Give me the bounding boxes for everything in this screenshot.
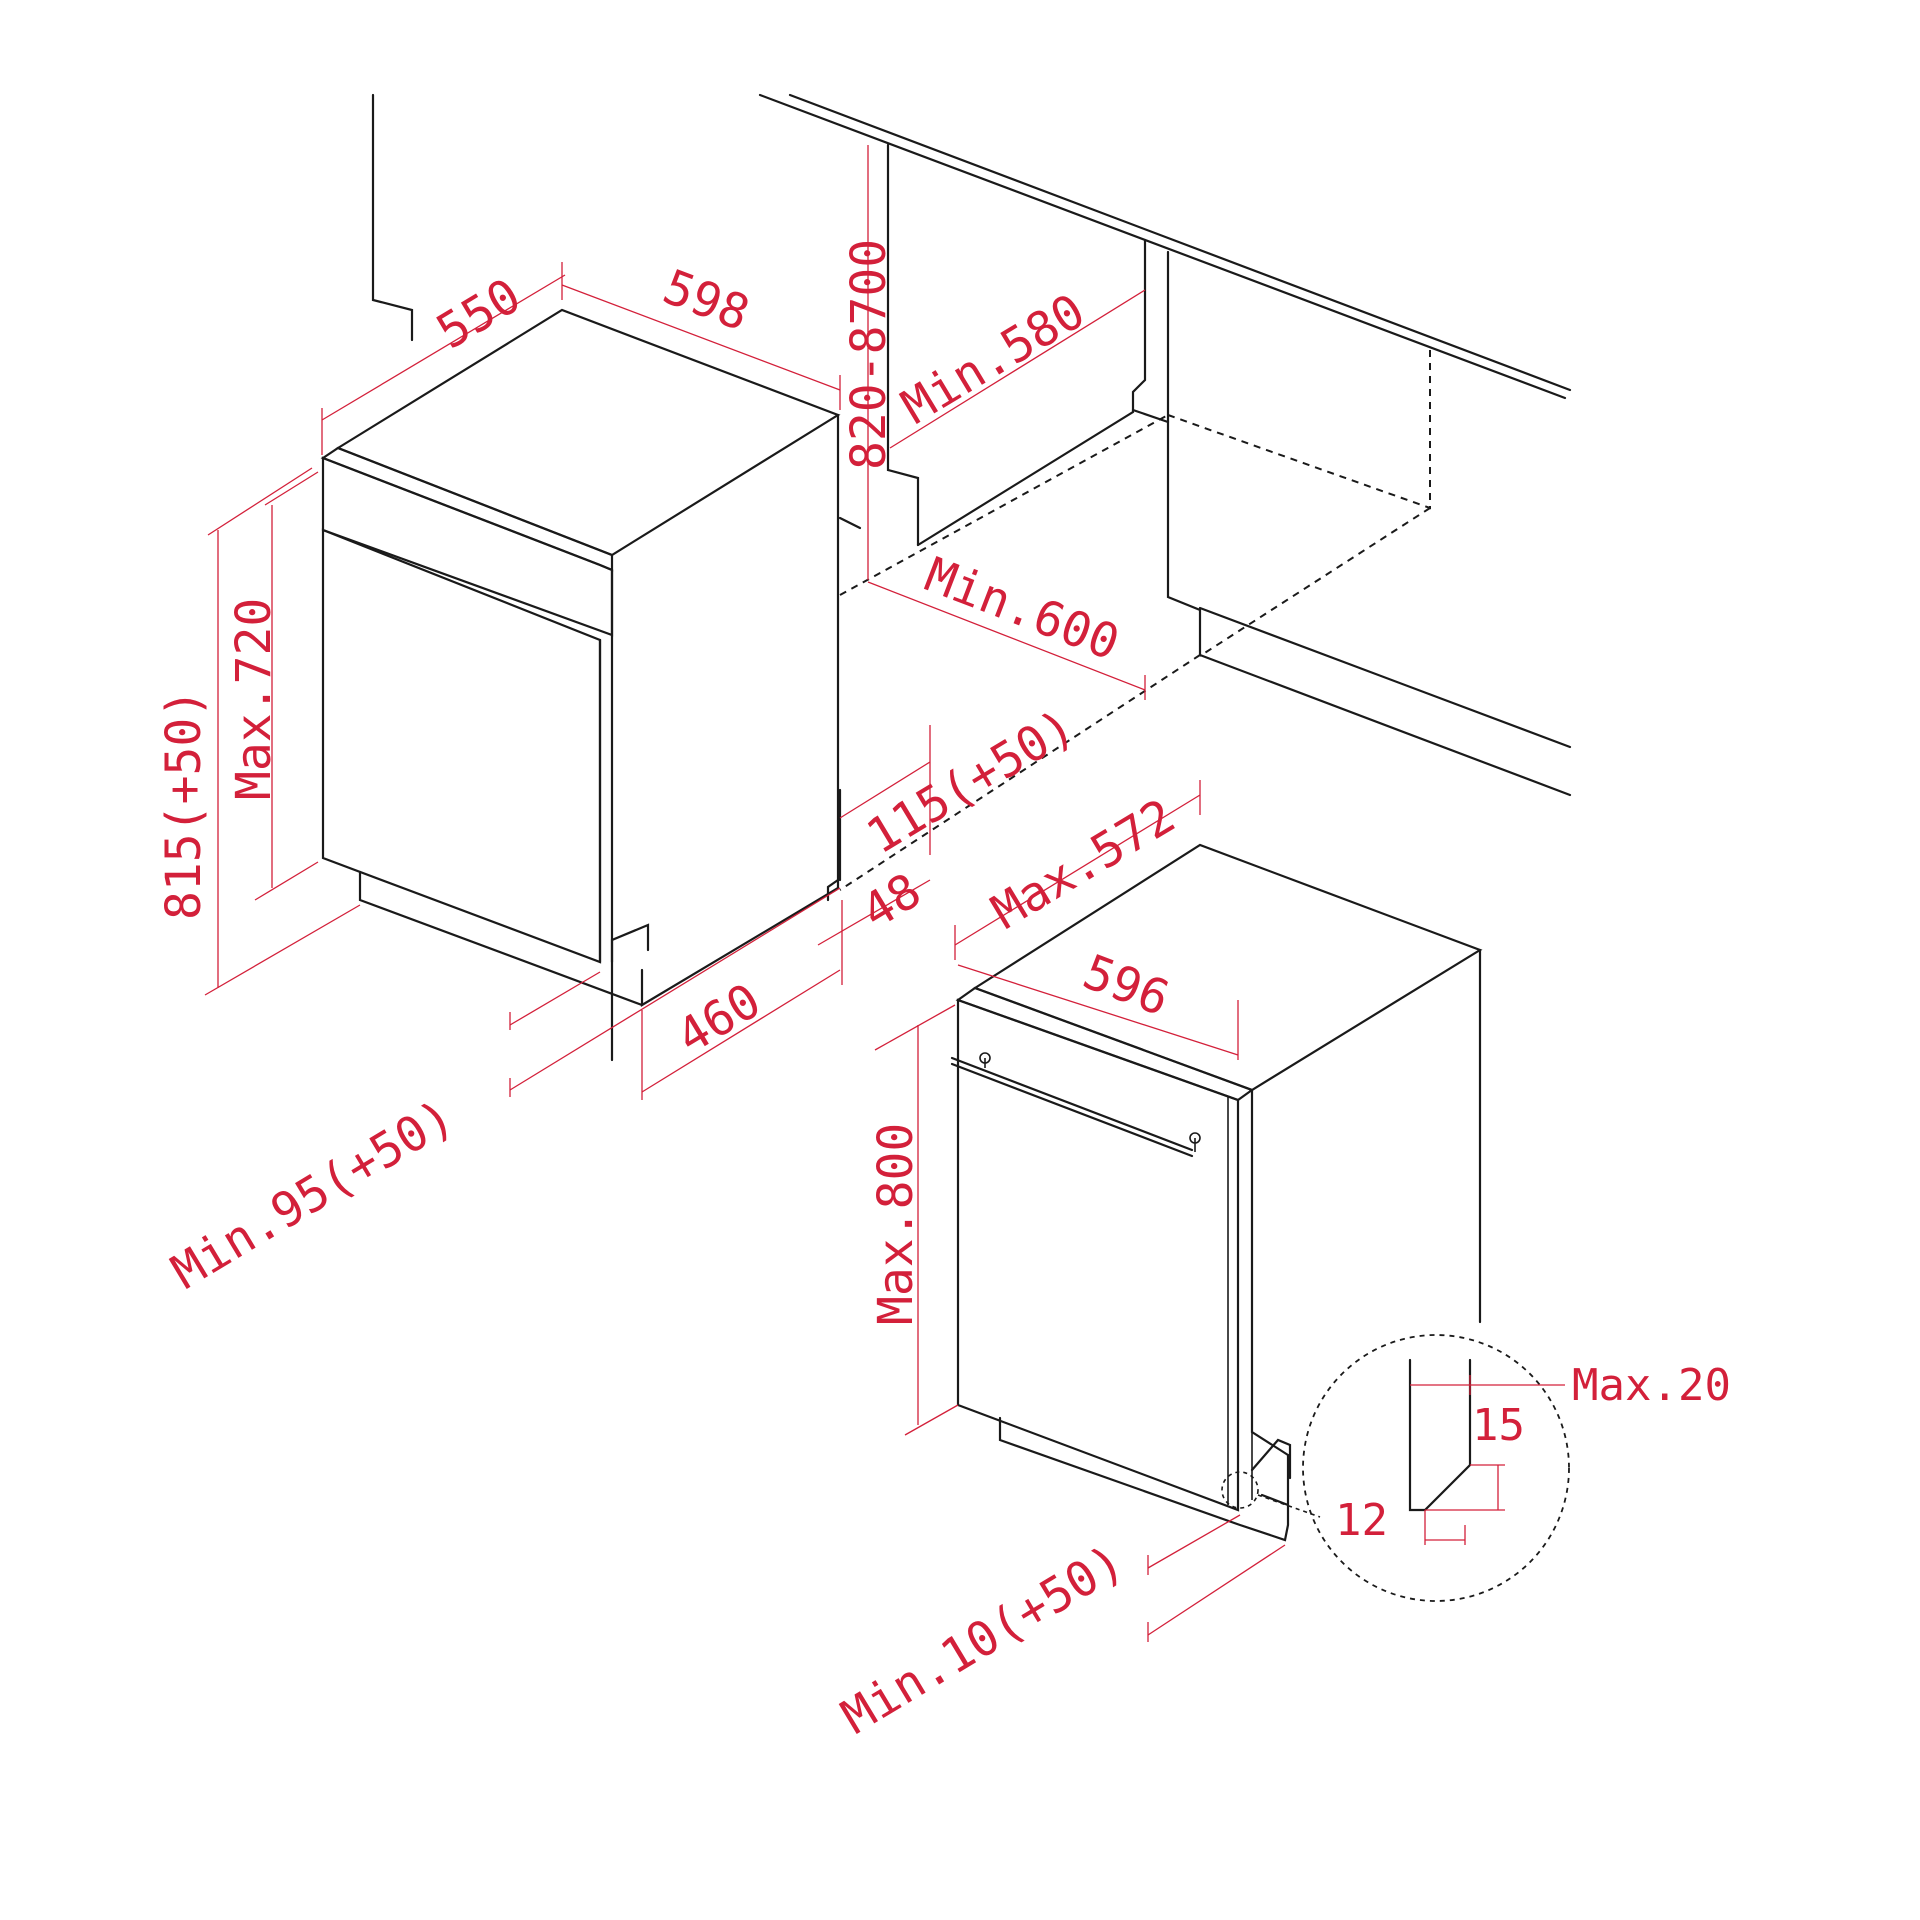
label-max-800: Max.800 xyxy=(868,1123,924,1325)
label-596: 596 xyxy=(1076,944,1177,1027)
label-115: 115(+50) xyxy=(857,698,1084,865)
label-815: 815(+50) xyxy=(156,689,212,920)
detail-callout xyxy=(1221,1334,1570,1602)
dimension-lines xyxy=(204,145,1565,1642)
label-598: 598 xyxy=(656,259,757,342)
cavity-dashed-outline xyxy=(839,345,1431,891)
label-460: 460 xyxy=(667,973,770,1066)
label-max-720: Max.720 xyxy=(226,598,282,800)
label-820-8700: 820-8700 xyxy=(841,239,897,470)
label-550: 550 xyxy=(427,268,530,361)
label-48: 48 xyxy=(852,863,930,941)
label-min-10: Min.10(+50) xyxy=(832,1534,1133,1746)
kitchen-cabinet-outline xyxy=(371,93,1572,902)
label-min-600: Min.600 xyxy=(918,547,1127,672)
label-15: 15 xyxy=(1472,1400,1525,1451)
label-max-572: Max.572 xyxy=(982,788,1184,940)
dimension-labels: 550 598 820-8700 Min.580 Min.600 815(+50… xyxy=(156,239,1731,1745)
label-min-95: Min.95(+50) xyxy=(162,1089,463,1301)
label-12: 12 xyxy=(1335,1495,1388,1546)
label-min-580: Min.580 xyxy=(892,283,1094,435)
dishwasher-semi-integrated xyxy=(320,308,841,1062)
dishwasher-fully-integrated xyxy=(950,843,1483,1542)
label-max-20: Max.20 xyxy=(1572,1360,1731,1411)
